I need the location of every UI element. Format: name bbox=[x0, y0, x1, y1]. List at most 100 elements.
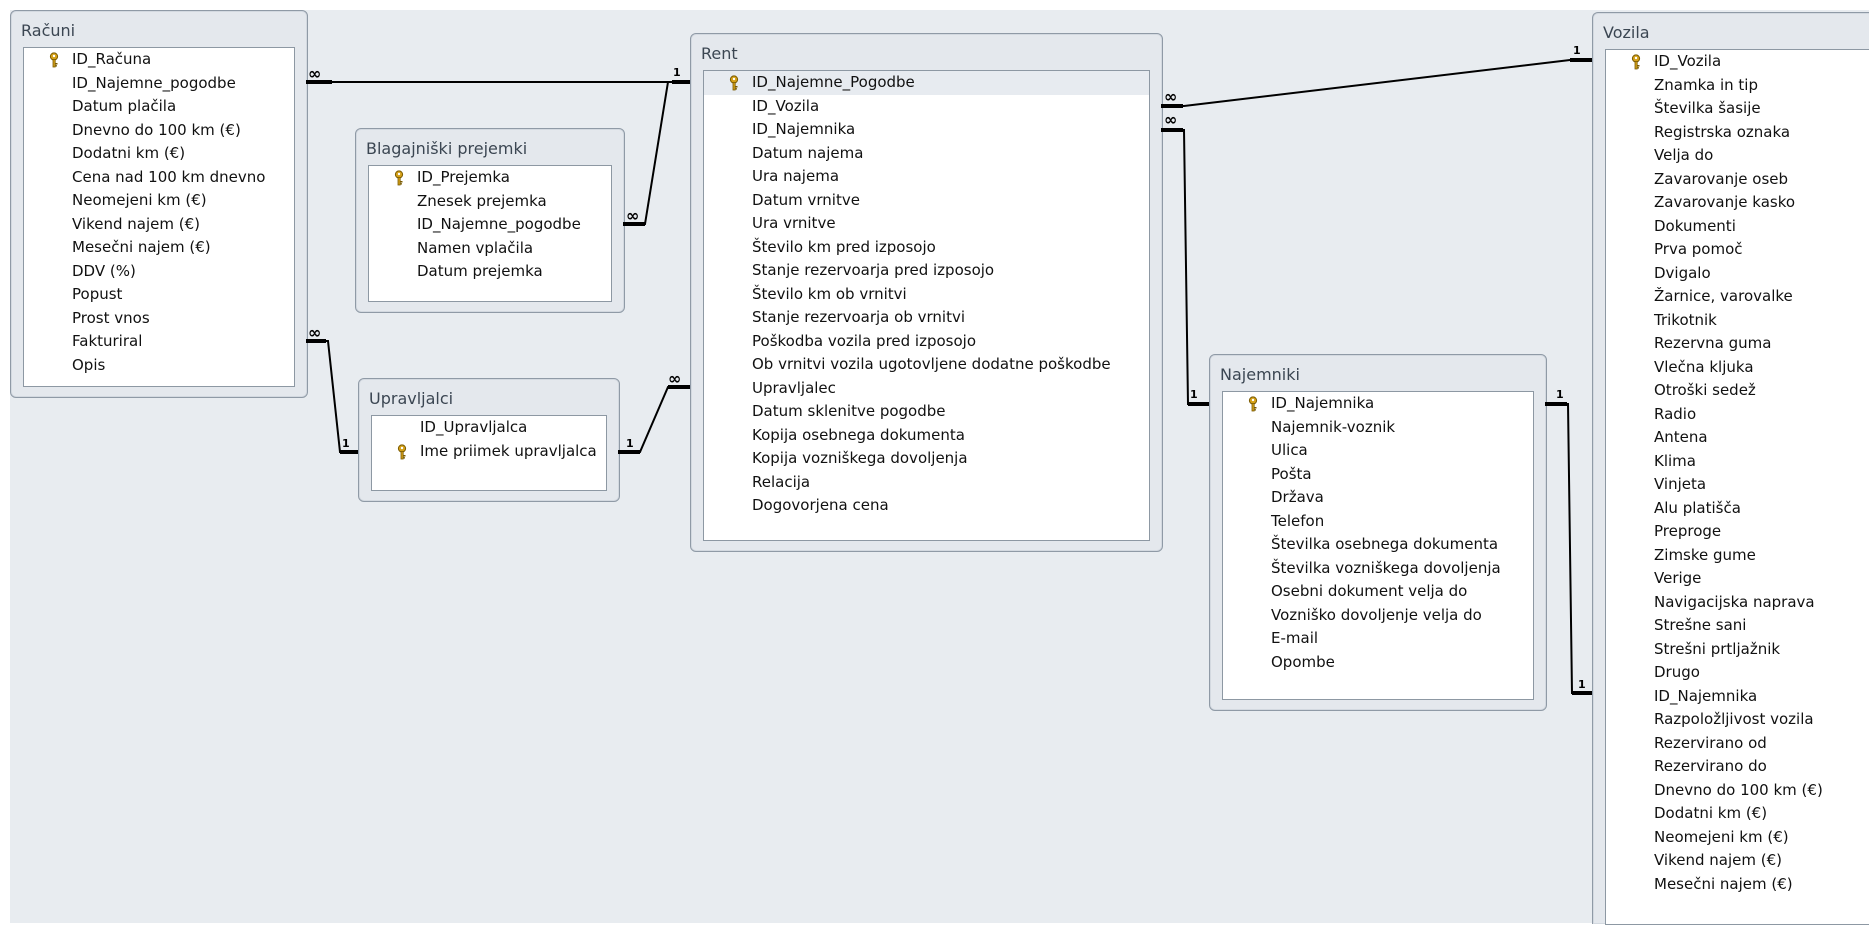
field-row[interactable]: Trikotnik bbox=[1606, 309, 1869, 333]
field-row[interactable]: Klima bbox=[1606, 450, 1869, 474]
field-row[interactable]: Popust bbox=[24, 283, 294, 307]
field-row[interactable]: Opombe bbox=[1223, 651, 1533, 675]
field-row[interactable]: ID_Najemne_Pogodbe bbox=[704, 71, 1149, 95]
field-row[interactable]: Fakturiral bbox=[24, 330, 294, 354]
field-row[interactable]: Pošta bbox=[1223, 463, 1533, 487]
field-row[interactable]: Dodatni km (€) bbox=[24, 142, 294, 166]
field-row[interactable]: Cena nad 100 km dnevno bbox=[24, 166, 294, 190]
field-row[interactable]: Drugo bbox=[1606, 661, 1869, 685]
field-row[interactable]: Kopija vozniškega dovoljenja bbox=[704, 447, 1149, 471]
field-row[interactable]: Poškodba vozila pred izposojo bbox=[704, 330, 1149, 354]
field-row[interactable]: Dokumenti bbox=[1606, 215, 1869, 239]
field-row[interactable]: ID_Prejemka bbox=[369, 166, 611, 190]
field-row[interactable]: Ime priimek upravljalca bbox=[372, 440, 606, 464]
field-row[interactable]: Otroški sedež bbox=[1606, 379, 1869, 403]
field-row[interactable]: Telefon bbox=[1223, 510, 1533, 534]
field-row[interactable]: Kopija osebnega dokumenta bbox=[704, 424, 1149, 448]
field-row[interactable]: Neomejeni km (€) bbox=[1606, 826, 1869, 850]
field-row[interactable]: Številka vozniškega dovoljenja bbox=[1223, 557, 1533, 581]
field-row[interactable]: Relacija bbox=[704, 471, 1149, 495]
field-row[interactable]: Dogovorjena cena bbox=[704, 494, 1149, 518]
field-row[interactable]: ID_Vozila bbox=[704, 95, 1149, 119]
field-row[interactable]: Zavarovanje kasko bbox=[1606, 191, 1869, 215]
field-row[interactable]: Prva pomoč bbox=[1606, 238, 1869, 262]
field-row[interactable]: Znesek prejemka bbox=[369, 190, 611, 214]
field-row[interactable]: Zimske gume bbox=[1606, 544, 1869, 568]
field-row[interactable]: Vikend najem (€) bbox=[1606, 849, 1869, 873]
field-row[interactable]: Datum sklenitve pogodbe bbox=[704, 400, 1149, 424]
field-row[interactable]: Ob vrnitvi vozila ugotovljene dodatne po… bbox=[704, 353, 1149, 377]
field-row[interactable]: Dodatni km (€) bbox=[1606, 802, 1869, 826]
field-row[interactable]: Alu platišča bbox=[1606, 497, 1869, 521]
field-row[interactable]: Registrska oznaka bbox=[1606, 121, 1869, 145]
field-row[interactable]: Datum vrnitve bbox=[704, 189, 1149, 213]
field-row[interactable]: ID_Računa bbox=[24, 48, 294, 72]
field-row[interactable]: Rezervirano od bbox=[1606, 732, 1869, 756]
field-row[interactable]: Osebni dokument velja do bbox=[1223, 580, 1533, 604]
field-row[interactable]: DDV (%) bbox=[24, 260, 294, 284]
field-row[interactable]: Rezervirano do bbox=[1606, 755, 1869, 779]
field-row[interactable]: Ulica bbox=[1223, 439, 1533, 463]
field-row[interactable]: Dvigalo bbox=[1606, 262, 1869, 286]
field-row[interactable]: Strešne sani bbox=[1606, 614, 1869, 638]
field-row[interactable]: Upravljalec bbox=[704, 377, 1149, 401]
field-row[interactable]: Datum prejemka bbox=[369, 260, 611, 284]
field-row[interactable]: Datum najema bbox=[704, 142, 1149, 166]
field-row[interactable]: Dnevno do 100 km (€) bbox=[24, 119, 294, 143]
field-row[interactable]: Vikend najem (€) bbox=[24, 213, 294, 237]
field-row[interactable]: Žarnice, varovalke bbox=[1606, 285, 1869, 309]
field-row[interactable]: Prost vnos bbox=[24, 307, 294, 331]
field-row[interactable]: Stanje rezervoarja ob vrnitvi bbox=[704, 306, 1149, 330]
field-row[interactable]: Stanje rezervoarja pred izposojo bbox=[704, 259, 1149, 283]
field-row[interactable]: Najemnik-voznik bbox=[1223, 416, 1533, 440]
field-row[interactable]: Razpoložljivost vozila bbox=[1606, 708, 1869, 732]
field-row[interactable]: Dnevno do 100 km (€) bbox=[1606, 779, 1869, 803]
field-row[interactable]: Ura vrnitve bbox=[704, 212, 1149, 236]
field-row[interactable]: Strešni prtljažnik bbox=[1606, 638, 1869, 662]
field-row[interactable]: Številka šasije bbox=[1606, 97, 1869, 121]
field-row[interactable]: ID_Najemnika bbox=[704, 118, 1149, 142]
field-row[interactable]: Radio bbox=[1606, 403, 1869, 427]
field-row[interactable]: Navigacijska naprava bbox=[1606, 591, 1869, 615]
field-row[interactable]: Preproge bbox=[1606, 520, 1869, 544]
field-row[interactable]: ID_Vozila bbox=[1606, 50, 1869, 74]
field-row[interactable]: Vinjeta bbox=[1606, 473, 1869, 497]
field-row[interactable]: Država bbox=[1223, 486, 1533, 510]
field-row[interactable]: Velja do bbox=[1606, 144, 1869, 168]
field-row[interactable]: ID_Najemne_pogodbe bbox=[369, 213, 611, 237]
field-row[interactable]: Verige bbox=[1606, 567, 1869, 591]
field-row[interactable]: ID_Najemne_pogodbe bbox=[24, 72, 294, 96]
field-row[interactable]: Vlečna kljuka bbox=[1606, 356, 1869, 380]
field-row[interactable]: ID_Upravljalca bbox=[372, 416, 606, 440]
field-row[interactable]: Neomejeni km (€) bbox=[24, 189, 294, 213]
field-row[interactable]: Število km ob vrnitvi bbox=[704, 283, 1149, 307]
field-row[interactable]: Ura najema bbox=[704, 165, 1149, 189]
field-row[interactable]: Zavarovanje oseb bbox=[1606, 168, 1869, 192]
field-row[interactable]: Mesečni najem (€) bbox=[1606, 873, 1869, 897]
field-row[interactable]: Znamka in tip bbox=[1606, 74, 1869, 98]
field-row[interactable]: Številka osebnega dokumenta bbox=[1223, 533, 1533, 557]
field-row[interactable]: E-mail bbox=[1223, 627, 1533, 651]
field-row[interactable]: Namen vplačila bbox=[369, 237, 611, 261]
field-row[interactable]: ID_Najemnika bbox=[1606, 685, 1869, 709]
field-row[interactable]: Datum plačila bbox=[24, 95, 294, 119]
field-row[interactable]: Opis bbox=[24, 354, 294, 378]
field-row[interactable]: ID_Najemnika bbox=[1223, 392, 1533, 416]
field-row[interactable]: Vozniško dovoljenje velja do bbox=[1223, 604, 1533, 628]
field-row[interactable]: Število km pred izposojo bbox=[704, 236, 1149, 260]
field-row[interactable]: Rezervna guma bbox=[1606, 332, 1869, 356]
field-row[interactable]: Antena bbox=[1606, 426, 1869, 450]
field-row[interactable]: Mesečni najem (€) bbox=[24, 236, 294, 260]
